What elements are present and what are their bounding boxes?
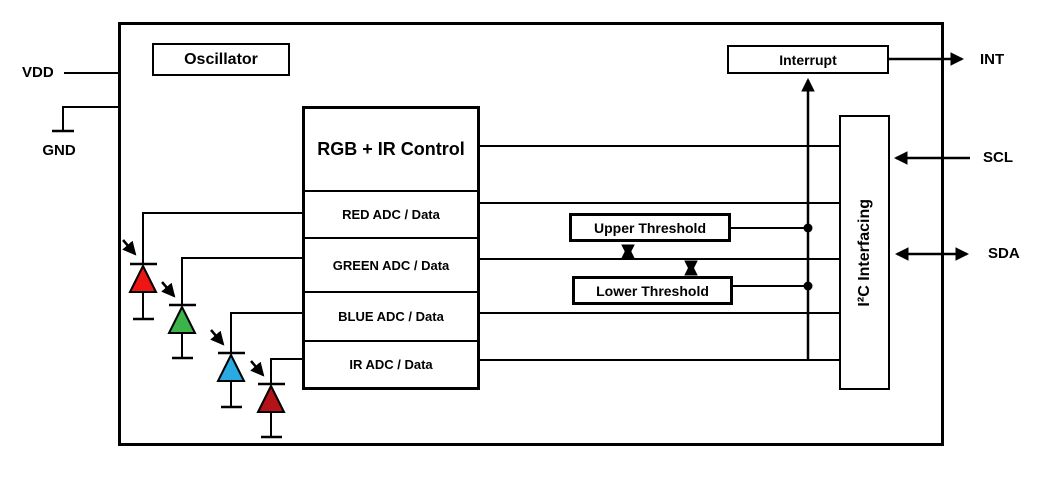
interrupt-label: Interrupt <box>779 51 837 68</box>
i2c-interfacing-block: I²C Interfacing <box>839 115 890 390</box>
upper-threshold-label: Upper Threshold <box>593 219 706 236</box>
lower-threshold-block: Lower Threshold <box>572 276 733 305</box>
chip-outline <box>118 22 944 446</box>
ir-photodiode-icon <box>250 360 286 439</box>
upper-threshold-block: Upper Threshold <box>569 213 731 242</box>
pin-label-int: INT <box>980 51 1005 68</box>
photodiode-wires <box>142 212 304 384</box>
light-arrow-icon <box>250 360 265 377</box>
rgb-ir-control-block: RGB + IR Control RED ADC / Data GREEN AD… <box>302 106 480 390</box>
threshold-compare-arrows <box>621 244 698 276</box>
blue-adc-row: BLUE ADC / Data <box>305 291 477 340</box>
oscillator-block: Oscillator <box>152 43 290 76</box>
green-adc-row: GREEN ADC / Data <box>305 237 477 291</box>
threshold-lines <box>731 227 808 287</box>
pin-label-gnd: GND <box>42 142 76 159</box>
light-arrow-icon <box>122 239 137 256</box>
gnd-wire <box>52 106 120 133</box>
control-block-title: RGB + IR Control <box>317 139 465 159</box>
ir-adc-row: IR ADC / Data <box>305 340 477 387</box>
red-adc-row: RED ADC / Data <box>305 190 477 237</box>
i2c-label: I²C Interfacing <box>855 198 873 307</box>
interrupt-block: Interrupt <box>727 45 889 74</box>
light-arrow-icon <box>161 281 176 298</box>
data-bus-lines <box>478 145 840 361</box>
lower-threshold-label: Lower Threshold <box>596 282 709 299</box>
pin-label-scl: SCL <box>983 149 1013 166</box>
oscillator-label: Oscillator <box>184 50 258 68</box>
pin-label-vdd: VDD <box>22 64 54 81</box>
pin-label-sda: SDA <box>988 245 1020 262</box>
light-arrow-icon <box>210 329 225 346</box>
red-photodiode-icon <box>122 239 158 321</box>
green-photodiode-icon <box>161 281 197 360</box>
blue-photodiode-icon <box>210 329 246 409</box>
